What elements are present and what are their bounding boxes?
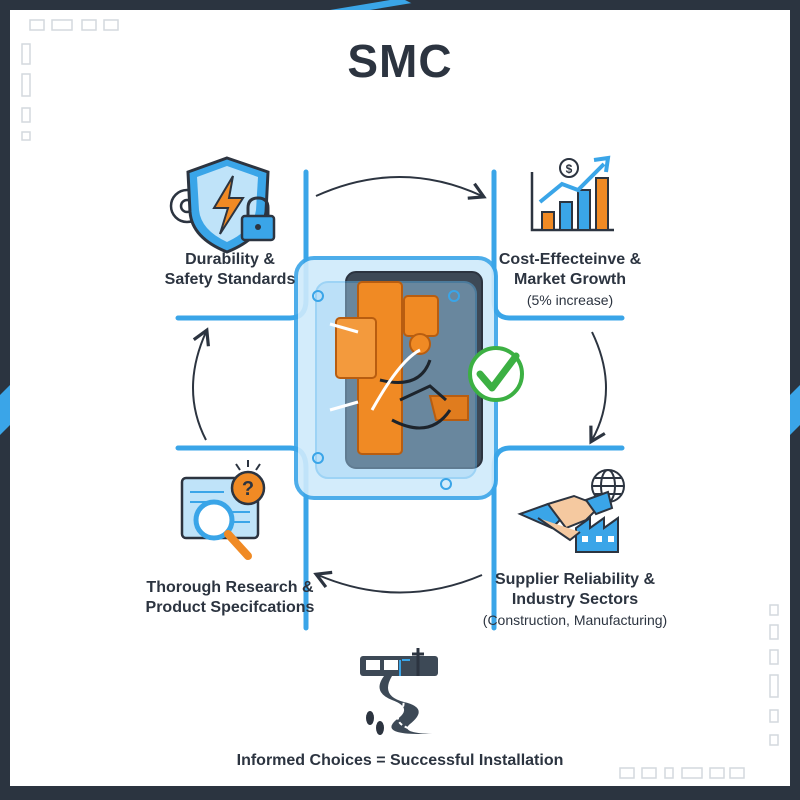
- node-durability-line2: Safety Standards: [164, 271, 296, 288]
- node-research-line2: Product Specifcations: [145, 599, 315, 616]
- arrow-left: [192, 327, 210, 441]
- magnifier-icon: [193, 499, 252, 560]
- node-research-line1: Thorough Research &: [146, 579, 314, 596]
- node-supplier-sub: (Construction, Manufacturing): [482, 612, 668, 628]
- node-research: Thorough Research & Product Specifcation…: [120, 578, 340, 618]
- node-cost-line1: Cost-Effecteinve &: [498, 251, 642, 268]
- arrow-bottom: [313, 570, 483, 594]
- node-supplier: Supplier Reliability & Industry Sectors …: [470, 570, 680, 630]
- handshake-icon: [517, 490, 614, 542]
- lightbulb-question-icon: ?: [230, 460, 266, 506]
- svg-text:?: ?: [242, 478, 254, 500]
- footprints-icon: [366, 711, 384, 735]
- node-durability: Durability & Safety Standards: [140, 250, 320, 290]
- svg-text:$: $: [566, 162, 573, 176]
- node-supplier-line2: Industry Sectors: [511, 591, 639, 608]
- arrow-top: [315, 176, 487, 200]
- dollar-coin-icon: $: [559, 158, 579, 178]
- diagram-title: SMC: [347, 35, 453, 87]
- padlock-icon: [240, 196, 276, 242]
- node-supplier-line1: Supplier Reliability &: [494, 571, 656, 588]
- footer-caption: Informed Choices = Successful Installati…: [236, 752, 564, 769]
- node-cost: Cost-Effecteinve & Market Growth (5% inc…: [470, 250, 670, 310]
- node-cost-line2: Market Growth: [513, 271, 626, 288]
- node-cost-sub: (5% increase): [526, 292, 614, 308]
- arrow-right: [589, 331, 607, 445]
- factory-icon: [575, 516, 619, 553]
- node-durability-line1: Durability &: [185, 251, 275, 268]
